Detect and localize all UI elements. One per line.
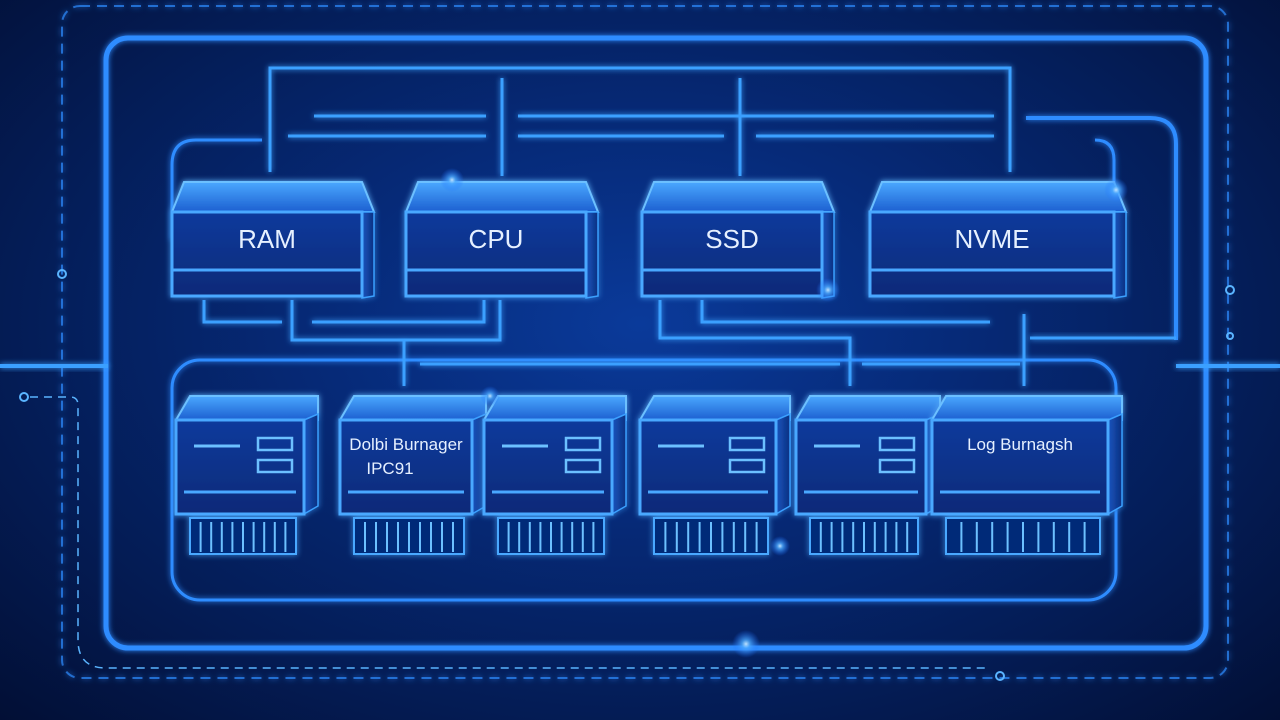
chip-front-face (640, 210, 824, 298)
module-connector-pins (809, 517, 919, 555)
module-slot-box (728, 458, 766, 474)
module-top-face (174, 395, 319, 421)
module-connector-pins (497, 517, 605, 555)
module-slot-box (564, 436, 602, 452)
chip-label: NVME (954, 224, 1029, 254)
module-slot-box (878, 436, 916, 452)
module-4 (638, 395, 791, 555)
spark-6 (732, 630, 760, 658)
module-front-face (930, 418, 1110, 516)
module-connector-pins (353, 517, 465, 555)
spark-1 (440, 168, 464, 192)
module-slot-box (728, 436, 766, 452)
chip-side-face (585, 211, 599, 299)
module-1 (174, 395, 319, 555)
module-side-face (303, 412, 319, 516)
module-top-face (338, 395, 487, 421)
chip-top-face (868, 181, 1128, 213)
module-front-face (638, 418, 778, 516)
spark-5 (770, 536, 790, 556)
port-node-right-lower (1226, 332, 1234, 340)
chip-label: CPU (469, 224, 524, 254)
port-node-left (57, 269, 67, 279)
module-6: Log Burnagsh (930, 395, 1123, 555)
side-connectors (0, 336, 1280, 368)
mid-wire-1 (202, 300, 282, 324)
chip-cpu: CPU (404, 181, 600, 299)
spark-2 (1104, 178, 1128, 202)
module-label-line2: IPC91 (366, 459, 413, 478)
module-side-face (1107, 412, 1123, 516)
module-connector-pins (945, 517, 1101, 555)
module-connector-pins (653, 517, 769, 555)
right-small-bracket (1094, 138, 1116, 188)
module-label-line1: Dolbi Burnager (349, 435, 463, 454)
module-connector-pins (189, 517, 297, 555)
module-label-line1: Log Burnagsh (967, 435, 1073, 454)
port-nodes (19, 269, 1235, 681)
port-node-right (1225, 285, 1235, 295)
chip-top-face (404, 181, 600, 213)
module-side-face (611, 412, 627, 516)
module-top-face (482, 395, 627, 421)
module-top-face (638, 395, 791, 421)
module-top-face (794, 395, 941, 421)
chip-front-face (868, 210, 1116, 298)
module-slot-box (256, 436, 294, 452)
spark-4 (480, 386, 500, 406)
chip-label: RAM (238, 224, 296, 254)
light-sparks (440, 168, 1128, 658)
mid-wire-2 (290, 300, 502, 342)
module-side-face (775, 412, 791, 516)
chip-label: SSD (705, 224, 758, 254)
chip-ssd: SSD (640, 181, 836, 299)
mid-wire-3 (312, 300, 486, 324)
module-slot-box (256, 458, 294, 474)
outer-dashed-frame (61, 5, 1229, 679)
port-node-left-lower (19, 392, 29, 402)
chip-front-face (404, 210, 588, 298)
main-frame (103, 35, 1209, 651)
left-bracket-line (170, 138, 262, 240)
port-node-bottom (995, 671, 1005, 681)
right-bracket-line (1026, 116, 1178, 340)
top-chip-row: RAM CPU SSD NVME (170, 181, 1128, 299)
top-bus-outer (268, 66, 1012, 172)
chip-nvme: NVME (868, 181, 1128, 299)
chip-side-face (1113, 211, 1127, 299)
mid-wire-5 (658, 300, 852, 386)
module-3 (482, 395, 627, 555)
module-front-face (794, 418, 928, 516)
mid-wire-6 (700, 300, 990, 324)
top-bus-wiring (268, 66, 1012, 176)
lower-dashed-trace (30, 396, 990, 669)
chip-top-face (640, 181, 836, 213)
module-front-face (482, 418, 614, 516)
outer-frames (61, 5, 1229, 679)
module-top-face (930, 395, 1123, 421)
chip-top-face (170, 181, 376, 213)
module-slot-box (878, 458, 916, 474)
chip-ram: RAM (170, 181, 376, 299)
chip-side-face (361, 211, 375, 299)
mid-wiring (202, 300, 1026, 386)
spark-3 (816, 278, 840, 302)
chip-front-face (170, 210, 364, 298)
module-5 (794, 395, 941, 555)
module-slot-box (564, 458, 602, 474)
module-front-face (174, 418, 306, 516)
module-front-face (338, 418, 474, 516)
